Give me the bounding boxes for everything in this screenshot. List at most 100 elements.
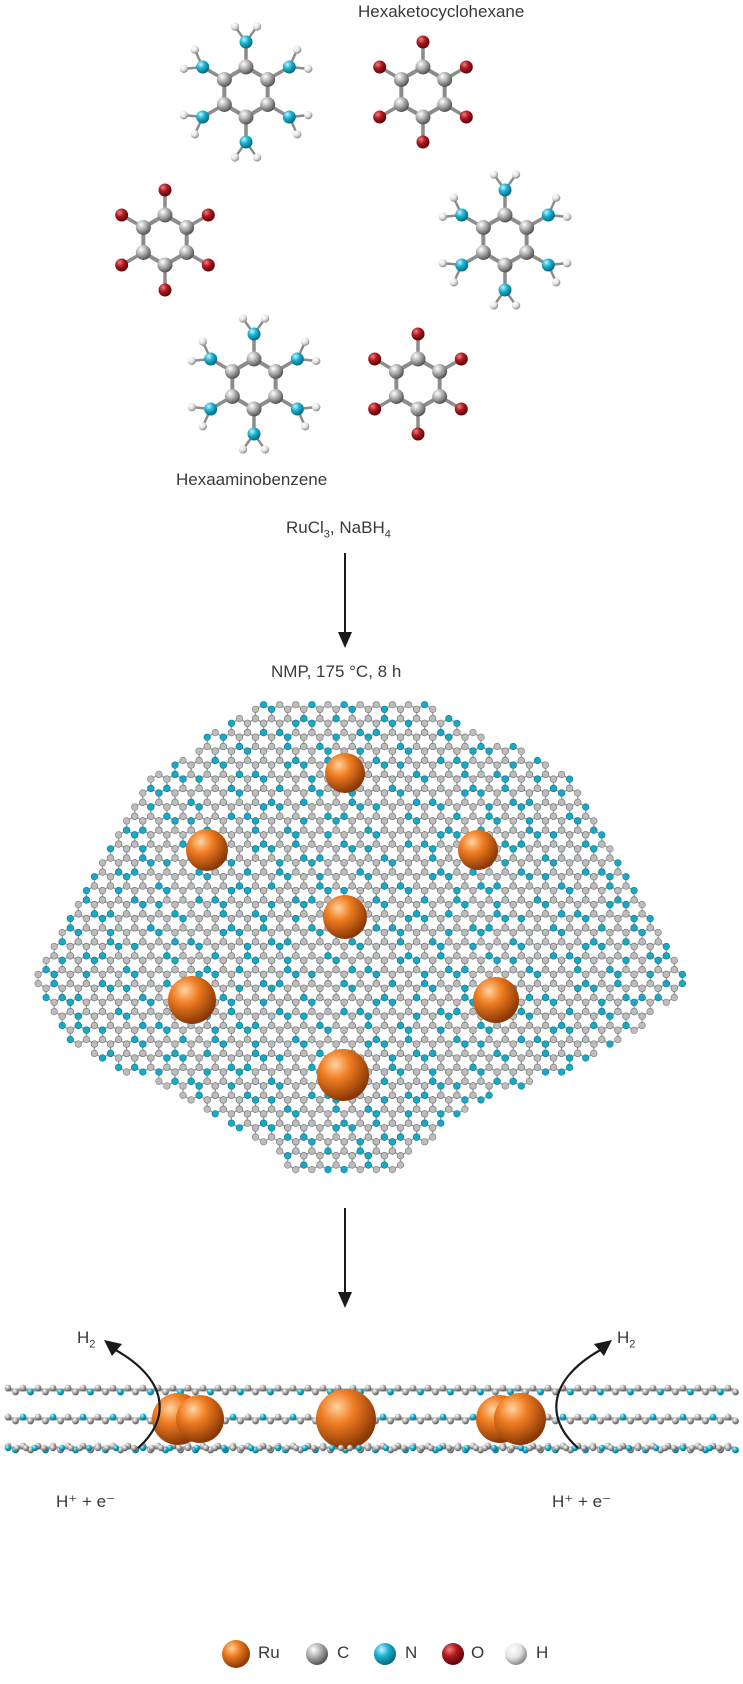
nitrogen-atom	[235, 928, 243, 937]
nitrogen-atom	[235, 742, 243, 751]
carbon-atom	[243, 840, 252, 848]
nitrogen-atom	[364, 1021, 372, 1030]
nitrogen-atom	[493, 956, 501, 965]
carbon-atom	[432, 389, 448, 404]
carbon-atom	[429, 956, 437, 965]
carbon-atom	[308, 886, 316, 895]
carbon-atom	[219, 817, 227, 825]
carbon-atom	[284, 845, 292, 853]
carbon-atom	[453, 1026, 461, 1034]
carbon-atom	[574, 938, 582, 946]
carbon-atom	[485, 942, 493, 951]
carbon-atom	[211, 886, 219, 895]
carbon-atom	[372, 942, 380, 951]
carbon-atom	[332, 873, 340, 881]
oxygen-atom	[373, 110, 387, 124]
nitrogen-atom	[388, 924, 397, 932]
carbon-atom	[276, 886, 284, 895]
nitrogen-atom	[356, 747, 364, 755]
carbon-atom	[372, 886, 380, 895]
hydrogen-atom	[489, 170, 499, 179]
carbon-atom	[549, 1007, 558, 1016]
carbon-atom	[332, 705, 340, 713]
nitrogen-atom	[268, 984, 276, 992]
carbon-atom	[388, 812, 397, 820]
carbon-atom	[157, 257, 173, 273]
nitrogen-atom	[445, 966, 453, 974]
nitrogen-atom	[453, 896, 461, 904]
carbon-atom	[614, 868, 622, 876]
carbon-atom	[348, 817, 356, 825]
carbon-atom	[114, 970, 123, 979]
carbon-atom	[82, 924, 90, 932]
carbon-atom	[388, 389, 404, 404]
nitrogen-atom	[171, 770, 179, 779]
carbon-atom	[332, 966, 340, 974]
carbon-atom	[251, 789, 260, 797]
carbon-atom	[445, 761, 453, 769]
hydrogen-atom	[449, 193, 459, 202]
carbon-atom	[179, 784, 187, 793]
carbon-atom	[316, 761, 324, 769]
carbon-atom	[203, 938, 211, 946]
nitrogen-atom	[114, 886, 123, 895]
carbon-atom	[300, 873, 308, 881]
nitrogen-atom	[517, 868, 525, 876]
nitrogen-atom	[58, 956, 66, 965]
carbon-atom	[461, 733, 469, 741]
nitrogen-atom	[396, 956, 405, 965]
carbon-atom	[74, 966, 82, 974]
nitrogen-atom	[235, 1068, 243, 1076]
nitrogen-atom	[356, 728, 364, 737]
carbon-atom	[413, 1021, 421, 1030]
carbon-atom	[34, 970, 42, 979]
carbon-atom	[163, 896, 171, 904]
carbon-atom	[493, 938, 501, 946]
carbon-atom	[388, 803, 397, 811]
carbon-atom	[122, 845, 131, 853]
carbon-atom	[356, 970, 364, 979]
nitrogen-atom	[396, 1021, 405, 1030]
hexaaminobenzene-molecule	[187, 314, 321, 454]
carbon-atom	[227, 1026, 235, 1034]
nitrogen-atom	[364, 966, 372, 974]
carbon-atom	[114, 952, 123, 960]
nitrogen-atom	[477, 742, 485, 751]
carbon-atom	[388, 914, 397, 923]
carbon-atom	[388, 728, 397, 737]
carbon-atom	[227, 1054, 235, 1062]
carbon-atom	[404, 868, 413, 876]
nitrogen-atom	[429, 798, 437, 806]
carbon-atom	[477, 817, 485, 825]
carbon-atom	[268, 789, 276, 797]
hydrogen-atom	[190, 45, 200, 54]
carbon-atom	[348, 993, 356, 1002]
carbon-atom	[533, 914, 542, 923]
carbon-atom	[396, 845, 405, 853]
carbon-atom	[292, 980, 300, 988]
carbon-atom	[525, 882, 534, 890]
nitrogen-atom	[211, 970, 219, 979]
nitrogen-atom	[380, 993, 389, 1002]
nitrogen-atom	[574, 817, 582, 825]
carbon-atom	[284, 1040, 292, 1048]
nitrogen-atom	[565, 952, 574, 960]
nitrogen-atom	[525, 826, 534, 834]
carbon-atom	[219, 770, 227, 779]
carbon-atom	[356, 998, 364, 1006]
carbon-atom	[429, 733, 437, 741]
nitrogen-atom	[122, 1012, 131, 1020]
nitrogen-atom	[498, 183, 512, 197]
hydrogen-atom	[252, 153, 262, 162]
carbon-atom	[300, 770, 308, 779]
carbon-atom	[461, 873, 469, 881]
nitrogen-atom	[525, 993, 534, 1002]
carbon-atom	[364, 928, 372, 937]
carbon-atom	[284, 928, 292, 937]
nitrogen-atom	[380, 882, 389, 890]
carbon-atom	[74, 1040, 82, 1048]
hexaketocyclohexane-molecule	[373, 35, 473, 149]
nitrogen-atom	[549, 831, 558, 839]
carbon-atom	[533, 840, 542, 848]
carbon-atom	[122, 993, 131, 1002]
